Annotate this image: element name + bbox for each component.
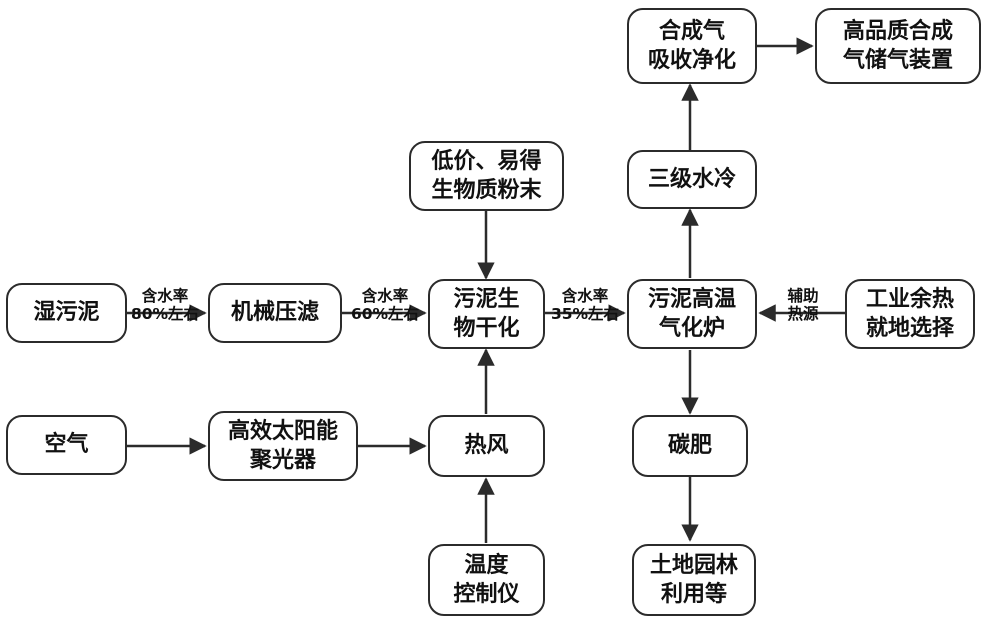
node-wet-sludge: 湿污泥	[6, 283, 127, 343]
node-land-garden-use: 土地园林利用等	[632, 544, 756, 616]
text-line: 合成气	[658, 18, 725, 44]
text-line: 土地园林	[649, 552, 738, 578]
text-line: 就地选择	[865, 316, 954, 341]
text-line: 三级水冷	[647, 166, 736, 192]
text-line: 含水率	[141, 287, 189, 305]
text-line: 低价、易得	[431, 148, 542, 174]
text-line: 控制仪	[453, 582, 520, 607]
text-line: 高品质合成	[842, 18, 953, 44]
text-line: 含水率	[361, 287, 409, 305]
text-line: 污泥生	[453, 286, 520, 312]
text-line: 气化炉	[658, 316, 725, 341]
text-line: 空气	[44, 432, 89, 458]
node-solar-concentrator: 高效太阳能聚光器	[208, 411, 358, 481]
text-line: 60%左右	[350, 304, 420, 323]
node-three-stage-cooling: 三级水冷	[627, 150, 757, 209]
text-line: 生物质粉末	[431, 178, 542, 203]
text-line: 聚光器	[249, 448, 316, 473]
text-line: 气储气装置	[842, 48, 953, 73]
text-line: 高效太阳能	[227, 418, 338, 444]
text-line: 吸收净化	[647, 48, 736, 73]
text-line: 物干化	[453, 316, 520, 341]
node-biomass-powder: 低价、易得生物质粉末	[409, 141, 564, 211]
node-air: 空气	[6, 415, 127, 475]
text-line: 35%左右	[550, 304, 620, 323]
text-line: 污泥高温	[647, 286, 736, 312]
text-line: 利用等	[660, 582, 727, 607]
node-syngas-purification: 合成气吸收净化	[627, 8, 757, 84]
text-line: 辅助	[787, 287, 819, 305]
node-sludge-bio-drying: 污泥生物干化	[428, 279, 545, 349]
text-line: 机械压滤	[230, 300, 319, 326]
node-hot-air: 热风	[428, 415, 545, 477]
text-line: 工业余热	[865, 286, 954, 312]
text-line: 热风	[464, 433, 509, 459]
node-carbon-fertilizer: 碳肥	[632, 415, 748, 477]
node-industrial-waste-heat: 工业余热就地选择	[845, 279, 975, 349]
text-line: 80%左右	[130, 304, 200, 323]
node-temperature-controller: 温度控制仪	[428, 544, 545, 616]
text-line: 湿污泥	[33, 300, 100, 326]
text-line: 含水率	[561, 287, 609, 305]
text-line: 温度	[464, 552, 509, 578]
node-high-temp-gasifier: 污泥高温气化炉	[627, 279, 757, 349]
node-mechanical-press: 机械压滤	[208, 283, 342, 343]
label-auxiliary-heat: 辅助热源	[770, 287, 836, 324]
node-syngas-storage: 高品质合成气储气装置	[815, 8, 981, 84]
text-line: 碳肥	[667, 433, 712, 459]
text-line: 热源	[787, 304, 819, 323]
